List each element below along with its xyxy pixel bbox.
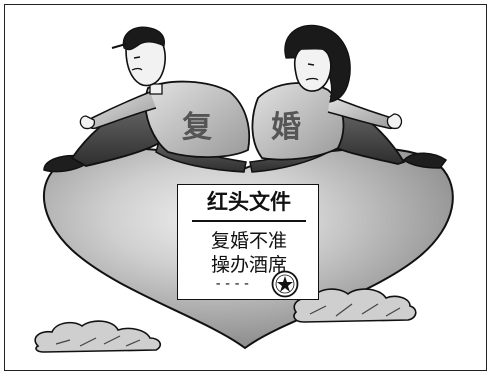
notice-title-rule (192, 220, 306, 222)
notice-title: 红头文件 (207, 190, 291, 214)
woman-figure (249, 24, 448, 173)
woman-back-character: 婚 (271, 110, 301, 145)
man-figure (43, 26, 251, 173)
notice-document: 红头文件 复婚不准 操办酒席 ---- (177, 184, 319, 300)
man-back-character: 复 (182, 110, 212, 145)
official-seal-icon (271, 270, 299, 298)
cloud-left (34, 320, 162, 353)
cloud-right (293, 288, 417, 323)
notice-dashes: ---- (214, 276, 252, 292)
notice-line-2: 操办酒席 (210, 254, 287, 276)
notice-line-1: 复婚不准 (210, 230, 287, 252)
